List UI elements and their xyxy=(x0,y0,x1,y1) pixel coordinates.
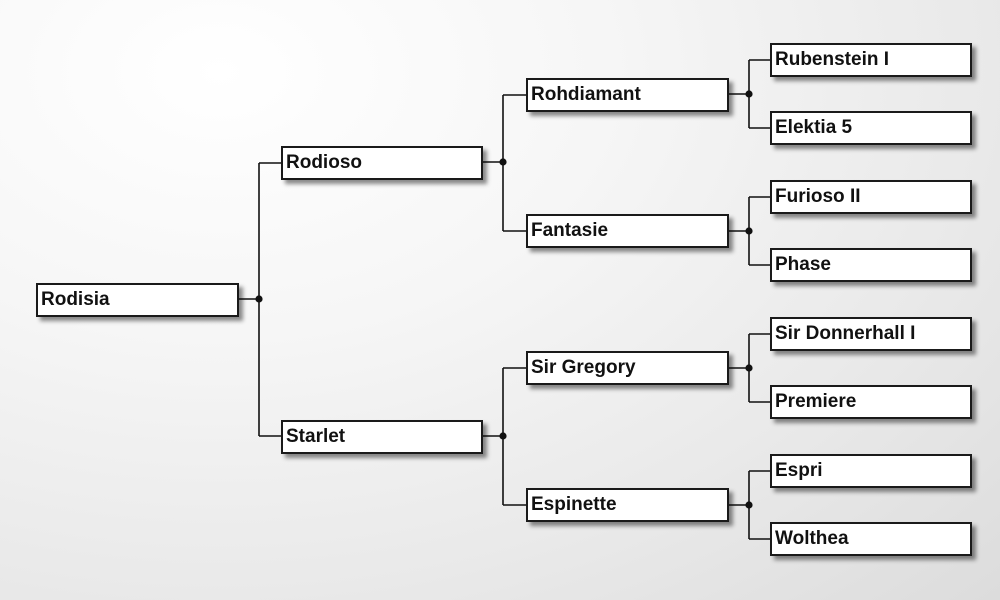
sire-dam-dam: Phase xyxy=(770,248,972,282)
dam-dam-dam: Wolthea xyxy=(770,522,972,556)
sire-sire-sire: Rubenstein I xyxy=(770,43,972,77)
dam-dam-sire: Espri xyxy=(770,454,972,488)
sire-dam: Fantasie xyxy=(526,214,729,248)
dam: Starlet xyxy=(281,420,483,454)
sire-dam-sire: Furioso II xyxy=(770,180,972,214)
dam-sire: Sir Gregory xyxy=(526,351,729,385)
subject-horse: Rodisia xyxy=(36,283,239,317)
dam-sire-sire: Sir Donnerhall I xyxy=(770,317,972,351)
sire-sire: Rohdiamant xyxy=(526,78,729,112)
sire: Rodioso xyxy=(281,146,483,180)
dam-sire-dam: Premiere xyxy=(770,385,972,419)
sire-sire-dam: Elektia 5 xyxy=(770,111,972,145)
dam-dam: Espinette xyxy=(526,488,729,522)
